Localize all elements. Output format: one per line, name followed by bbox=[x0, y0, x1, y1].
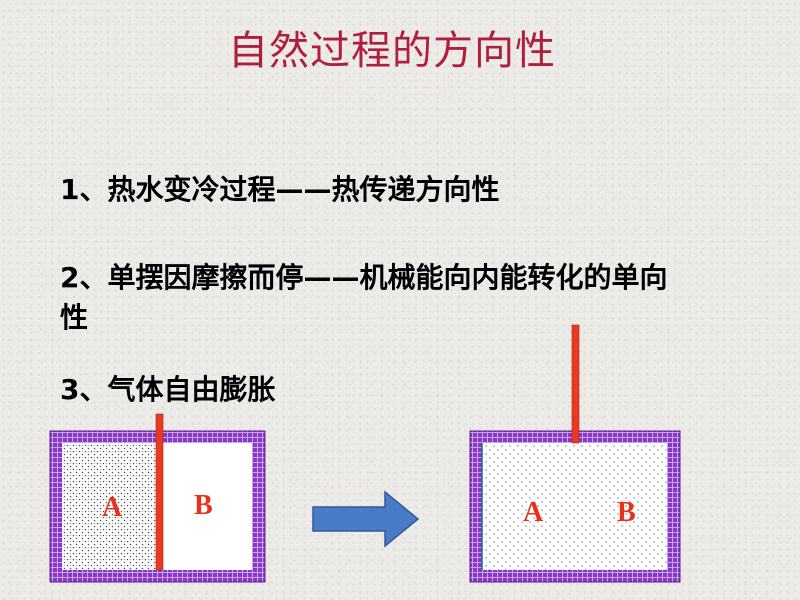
partition-raised bbox=[571, 324, 580, 444]
point-pendulum-friction: 2、单摆因摩擦而停——机械能向内能转化的单向性 bbox=[60, 261, 668, 334]
point-heat-transfer: 1、热水变冷过程——热传递方向性 bbox=[60, 173, 500, 206]
label-b: B bbox=[194, 490, 213, 521]
partition bbox=[155, 413, 164, 571]
label-a: A bbox=[523, 497, 544, 528]
label-a: A bbox=[102, 492, 123, 523]
slide-title: 自然过程的方向性 bbox=[228, 28, 556, 74]
container-before: A B bbox=[49, 413, 266, 583]
container-after: A B bbox=[469, 324, 681, 583]
gas-region-ab bbox=[482, 443, 667, 570]
point-free-expansion: 3、气体自由膨胀 bbox=[60, 373, 276, 406]
label-b: B bbox=[617, 497, 636, 528]
right-arrow-icon bbox=[312, 490, 420, 548]
gas-region-a bbox=[62, 443, 159, 570]
